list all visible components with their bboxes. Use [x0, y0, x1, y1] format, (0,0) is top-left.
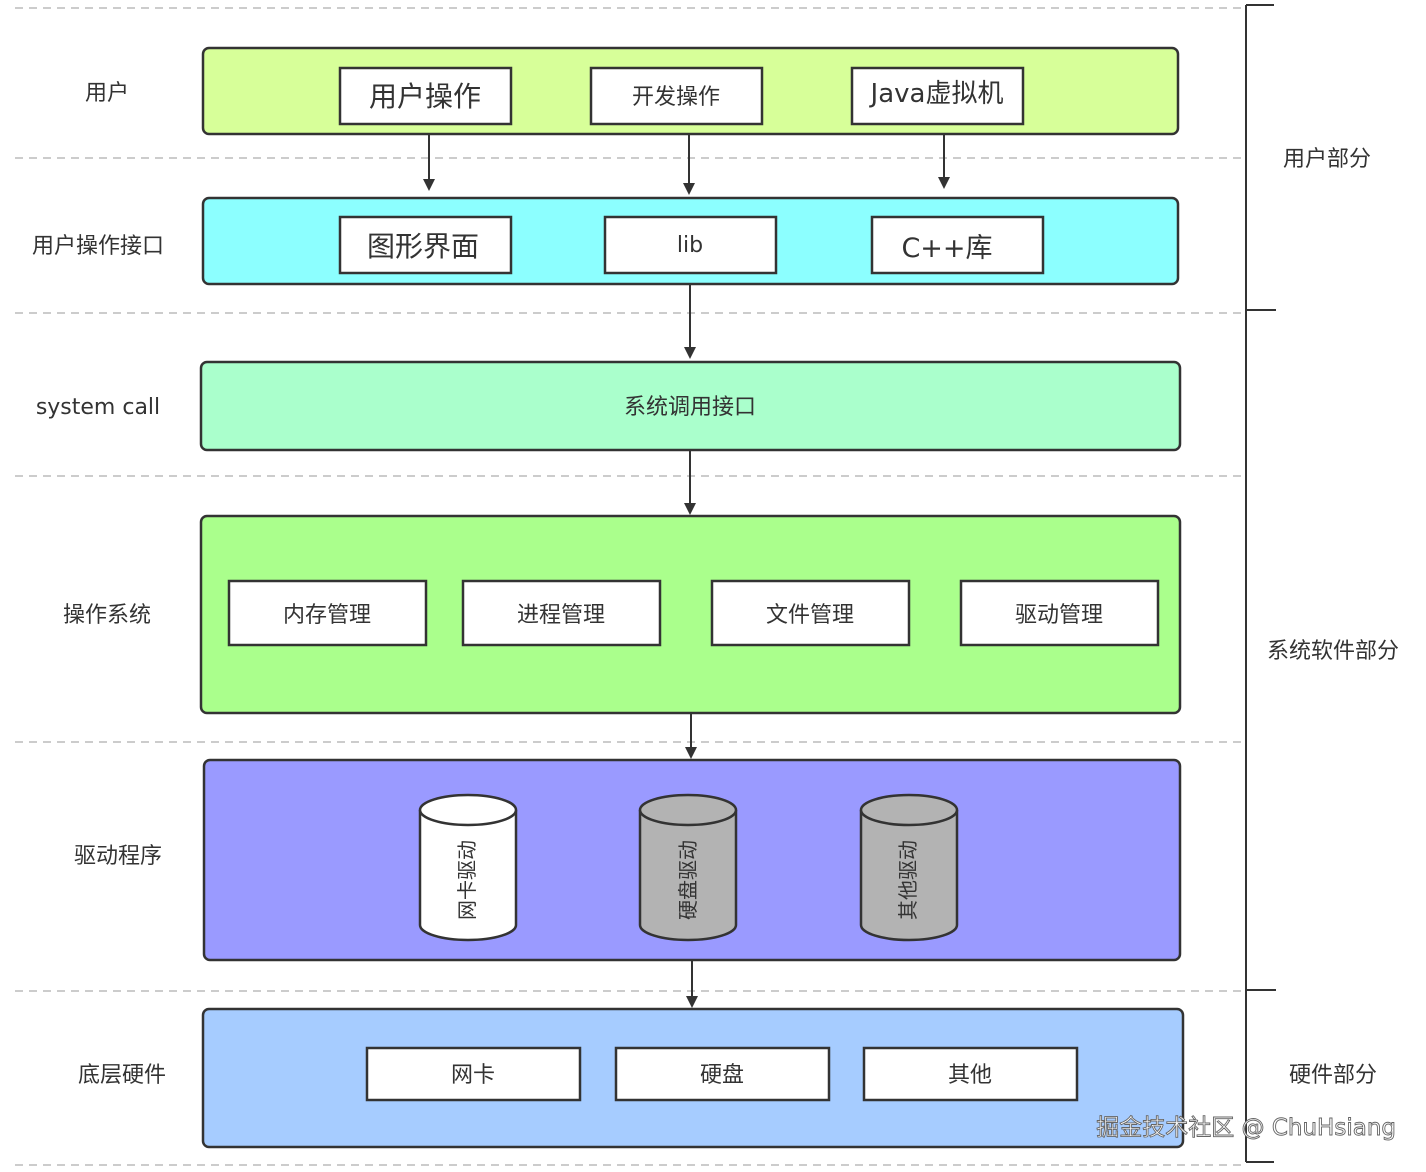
cylinder-label-disk-driver: 硬盘驱动	[676, 840, 700, 920]
box-dev-operation[interactable]	[589, 66, 764, 126]
box-label-lib: lib	[677, 233, 703, 258]
cylinder-nic-driver[interactable]: 网卡驱动	[418, 793, 518, 942]
box-label-driver-management: 驱动管理	[1015, 603, 1103, 628]
layer-user: 用户 用户操作 开发操作 Java虚拟机	[85, 46, 1180, 136]
watermark: 掘金技术社区 @ ChuHsiang	[1096, 1115, 1396, 1141]
layer-label-os: 操作系统	[63, 603, 151, 628]
box-other[interactable]	[862, 1046, 1079, 1102]
layer-drivers: 驱动程序 网卡驱动 硬盘驱动 其他驱动	[74, 758, 1182, 962]
box-user-operation[interactable]	[338, 66, 513, 126]
layer-label-drivers: 驱动程序	[74, 844, 162, 869]
box-memory-management[interactable]	[227, 579, 428, 647]
box-file-management[interactable]	[710, 579, 911, 647]
box-label-disk: 硬盘	[700, 1063, 744, 1088]
arrows	[423, 134, 950, 1008]
group-label-hardware-part: 硬件部分	[1289, 1063, 1377, 1088]
box-label-memory-management: 内存管理	[283, 603, 371, 628]
box-java-vm[interactable]	[850, 66, 1025, 126]
layer-system-call: system call 系统调用接口	[36, 360, 1182, 452]
cylinder-label-other-driver: 其他驱动	[896, 840, 920, 920]
group-labels: 用户部分 系统软件部分 硬件部分	[1267, 147, 1399, 1088]
cylinder-disk-driver[interactable]: 硬盘驱动	[638, 793, 738, 942]
cylinder-other-driver[interactable]: 其他驱动	[859, 793, 959, 942]
box-label-java-vm: Java虚拟机	[869, 79, 1004, 109]
box-nic[interactable]	[365, 1046, 582, 1102]
group-bracket	[1245, 4, 1276, 1163]
box-process-management[interactable]	[461, 579, 662, 647]
layer-label-hardware: 底层硬件	[78, 1063, 166, 1088]
group-label-user-part: 用户部分	[1283, 147, 1371, 172]
box-cpp-lib[interactable]	[870, 215, 1045, 275]
group-label-system-software-part: 系统软件部分	[1267, 639, 1399, 664]
layer-box-system-call	[199, 360, 1182, 452]
layer-hardware: 底层硬件 网卡 硬盘 其他	[78, 1007, 1185, 1149]
cylinder-label-nic-driver: 网卡驱动	[455, 840, 479, 920]
box-label-dev-operation: 开发操作	[632, 85, 720, 110]
layer-user-interface: 用户操作接口 图形界面 lib C++库	[32, 196, 1180, 286]
layer-label-user-interface: 用户操作接口	[32, 234, 164, 259]
box-lib[interactable]	[603, 215, 778, 275]
box-driver-management[interactable]	[959, 579, 1160, 647]
layer-label-system-call: system call	[36, 395, 160, 420]
box-gui[interactable]	[338, 215, 513, 275]
box-label-file-management: 文件管理	[766, 603, 854, 628]
box-label-cpp-lib: C++库	[901, 233, 992, 264]
box-label-syscall-interface: 系统调用接口	[624, 395, 756, 420]
box-label-gui: 图形界面	[367, 230, 479, 263]
box-label-other: 其他	[948, 1063, 992, 1088]
box-label-nic: 网卡	[451, 1063, 495, 1088]
box-label-process-management: 进程管理	[517, 603, 605, 628]
layer-box-os	[199, 514, 1182, 715]
box-label-user-operation: 用户操作	[369, 80, 481, 113]
layer-label-user: 用户	[85, 81, 129, 106]
box-disk[interactable]	[614, 1046, 831, 1102]
separator-lines	[15, 7, 1245, 1166]
layer-os: 操作系统 内存管理 进程管理 文件管理 驱动管理	[63, 514, 1182, 715]
